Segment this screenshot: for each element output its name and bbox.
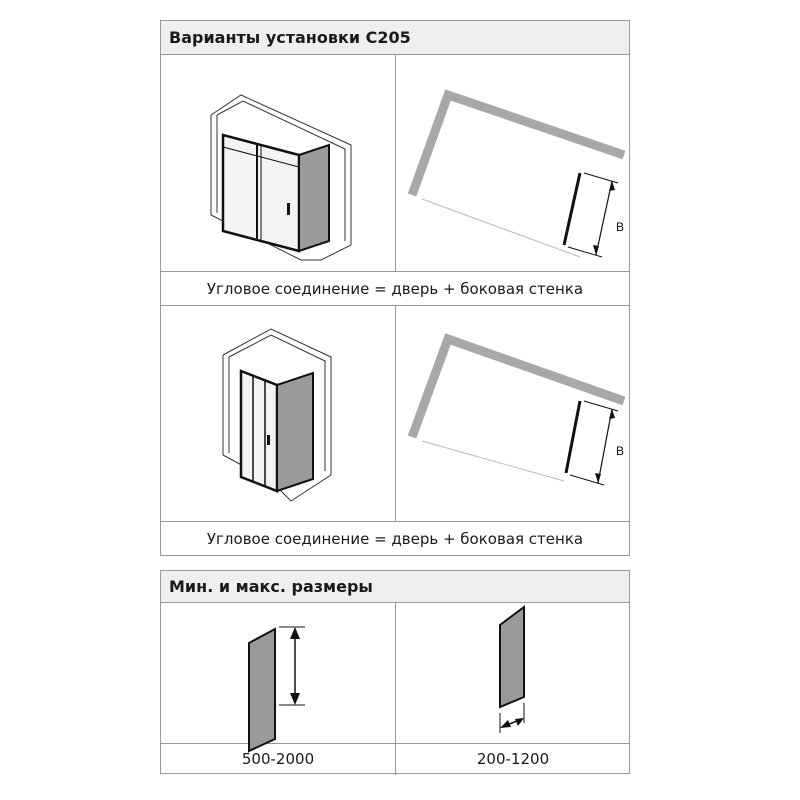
row2-isometric-enclosure-drawing: [222, 328, 332, 502]
row2-door-line: [564, 400, 582, 474]
sizes-panel: Мин. и макс. размеры 500-2000 200-1200: [160, 570, 630, 775]
row2-caption: Угловое соединение = дверь + боковая сте…: [206, 530, 584, 548]
variants-divider-2: [395, 305, 396, 521]
variants-panel: Варианты установки C205 Угловое соединен…: [160, 20, 630, 556]
row1-caption-bottom: [161, 305, 629, 306]
row1-isometric-enclosure-drawing: [210, 94, 352, 261]
sizes-caption-top: [161, 743, 629, 744]
row1-caption: Угловое соединение = дверь + боковая сте…: [206, 279, 584, 298]
row2-dimension-label: B: [616, 444, 624, 458]
sizes-divider: [395, 603, 396, 775]
row1-plan-diagram: B: [407, 89, 626, 258]
height-range-drawing: [248, 626, 305, 753]
variants-divider-1: [395, 55, 396, 271]
row2-caption-top: [161, 521, 629, 522]
height-range-label: 500-2000: [241, 750, 315, 768]
width-range-label: 200-1200: [476, 750, 550, 768]
row1-door-line: [562, 172, 582, 246]
sizes-title: Мин. и макс. размеры: [161, 571, 629, 603]
variants-title: Варианты установки C205: [161, 21, 629, 55]
row2-plan-diagram: B: [407, 333, 626, 486]
row1-caption-top: [161, 271, 629, 272]
width-range-drawing: [499, 605, 525, 733]
row1-dimension-label: B: [616, 220, 624, 234]
